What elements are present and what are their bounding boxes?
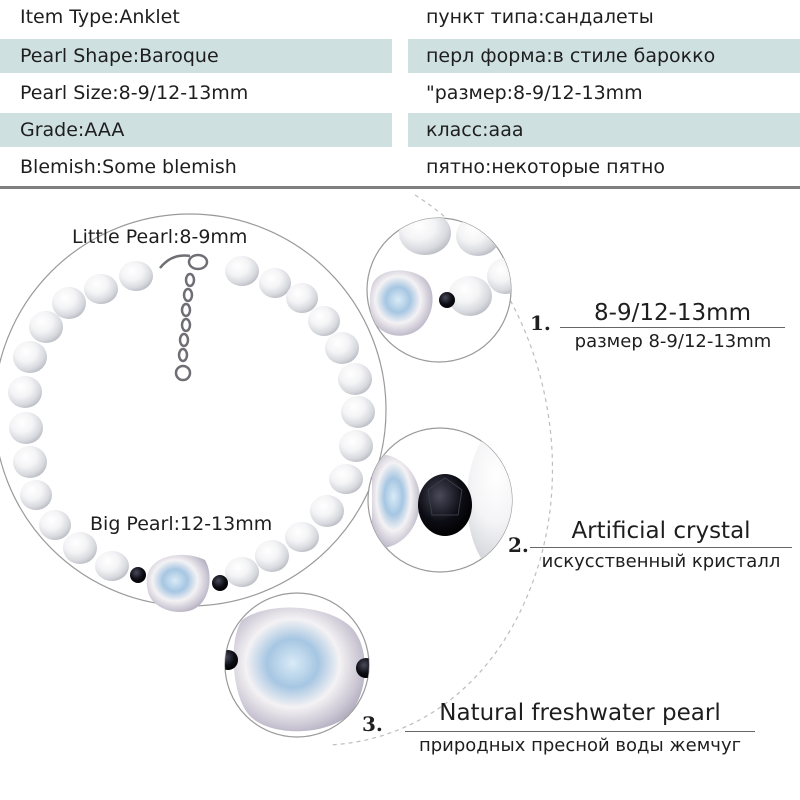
detail-number-2: 2.	[508, 533, 529, 557]
spec-en-item-type: Item Type:Anklet	[20, 6, 180, 28]
anklet-frame-circle	[0, 213, 387, 607]
spec-en-pearl-size: Pearl Size:8-9/12-13mm	[20, 82, 249, 104]
spec-row-pearl-size: Pearl Size:8-9/12-13mm "размер:8-9/12-13…	[0, 74, 800, 111]
table-divider	[0, 186, 800, 189]
spec-ru-blemish: пятно:некоторые пятно	[426, 156, 666, 178]
detail-underline-3	[405, 731, 755, 732]
spec-row-grade: Grade:AAA класс:ааа	[0, 111, 800, 148]
detail-underline-1	[560, 327, 785, 328]
detail-subtitle-2: искусственный кристалл	[541, 551, 781, 572]
spec-en-grade: Grade:AAA	[0, 113, 392, 147]
detail-circle-1	[366, 217, 512, 363]
detail-number-1: 1.	[530, 311, 551, 335]
spec-table: Item Type:Anklet пункт типа:сандалеты Pe…	[0, 0, 800, 185]
spec-en-pearl-shape: Pearl Shape:Baroque	[0, 39, 392, 73]
clasp-chain	[159, 253, 209, 382]
spec-ru-item-type: пункт типа:сандалеты	[426, 6, 654, 28]
spec-ru-grade: класс:ааа	[408, 113, 800, 147]
spec-ru-pearl-shape: перл форма:в стиле барокко	[408, 39, 800, 73]
spec-ru-pearl-size: "размер:8-9/12-13mm	[426, 82, 643, 104]
spec-en-blemish: Blemish:Some blemish	[20, 156, 237, 178]
spec-row-blemish: Blemish:Some blemish пятно:некоторые пят…	[0, 148, 800, 185]
big-pearl-label: Big Pearl:12-13mm	[90, 513, 273, 535]
detail-title-3: Natural freshwater pearl	[439, 700, 721, 726]
spec-row-item-type: Item Type:Anklet пункт типа:сандалеты	[0, 0, 800, 37]
detail-circle-3	[224, 592, 370, 738]
spec-row-pearl-shape: Pearl Shape:Baroque перл форма:в стиле б…	[0, 37, 800, 74]
detail-title-2: Artificial crystal	[571, 518, 751, 544]
detail-underline-2	[530, 547, 792, 548]
detail-number-3: 3.	[362, 712, 383, 736]
detail-title-1: 8-9/12-13mm	[594, 300, 751, 326]
little-pearl-label: Little Pearl:8-9mm	[72, 226, 248, 248]
detail-subtitle-3: природных пресной воды жемчуг	[418, 735, 742, 756]
anklet-pearls	[8, 256, 375, 612]
detail-circle-2	[367, 427, 513, 573]
detail-subtitle-1: размер 8-9/12-13mm	[574, 331, 772, 352]
